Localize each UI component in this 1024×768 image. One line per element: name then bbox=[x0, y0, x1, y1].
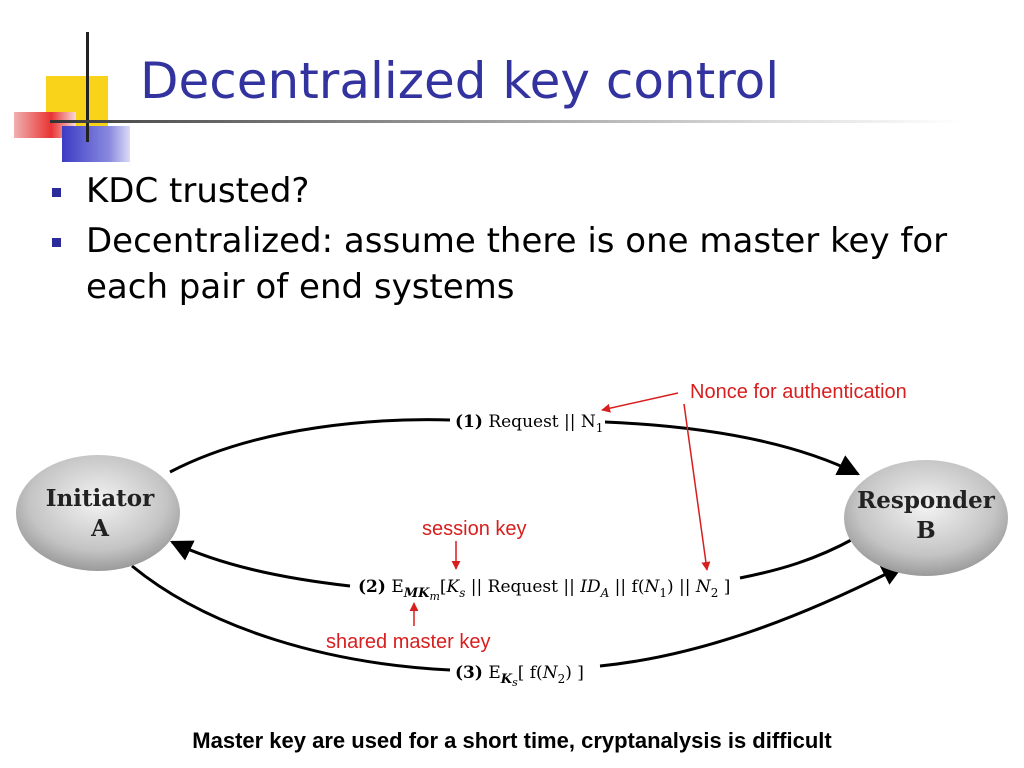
title-underline bbox=[50, 120, 960, 123]
bullet-item: KDC trusted? bbox=[46, 168, 996, 214]
initiator-label: Initiator bbox=[46, 485, 155, 512]
message-3: (3) EKs[ f(N2) ] bbox=[455, 663, 584, 689]
nonce-arrow-to-n1 bbox=[601, 392, 679, 413]
slide-title: Decentralized key control bbox=[140, 52, 780, 110]
bullet-text: Decentralized: assume there is one maste… bbox=[86, 221, 948, 307]
arc-confirm-end bbox=[599, 564, 904, 668]
arc-confirm bbox=[131, 564, 451, 672]
annotation-nonce: Nonce for authentication bbox=[690, 381, 907, 403]
arc-request bbox=[169, 418, 451, 474]
arc-request-end bbox=[604, 420, 860, 476]
arc-response bbox=[170, 540, 351, 588]
annotation-shared-master-key: shared master key bbox=[326, 631, 491, 653]
initiator-node bbox=[16, 455, 180, 571]
responder-node bbox=[844, 460, 1008, 576]
key-exchange-diagram: Initiator A Responder B (1) Request || N… bbox=[16, 381, 1008, 689]
responder-label: Responder bbox=[857, 487, 996, 514]
responder-sublabel: B bbox=[916, 517, 935, 544]
message-1: (1) Request || N1 bbox=[455, 412, 603, 435]
bullet-text: KDC trusted? bbox=[86, 171, 310, 211]
square-bullet-icon bbox=[52, 188, 61, 197]
square-bullet-icon bbox=[52, 238, 61, 247]
nonce-arrow-to-n2 bbox=[683, 403, 711, 571]
logo-vertical-line bbox=[86, 32, 89, 142]
initiator-sublabel: A bbox=[90, 515, 110, 542]
logo-blue-bar bbox=[62, 126, 130, 162]
bullet-item: Decentralized: assume there is one maste… bbox=[46, 218, 996, 310]
message-2: (2) EMKm[Ks || Request || IDA || f(N1) |… bbox=[358, 577, 730, 603]
footer-note: Master key are used for a short time, cr… bbox=[192, 728, 832, 753]
arc-response-start bbox=[739, 536, 856, 580]
annotation-session-key: session key bbox=[422, 518, 527, 540]
bullet-list: KDC trusted? Decentralized: assume there… bbox=[46, 168, 996, 314]
